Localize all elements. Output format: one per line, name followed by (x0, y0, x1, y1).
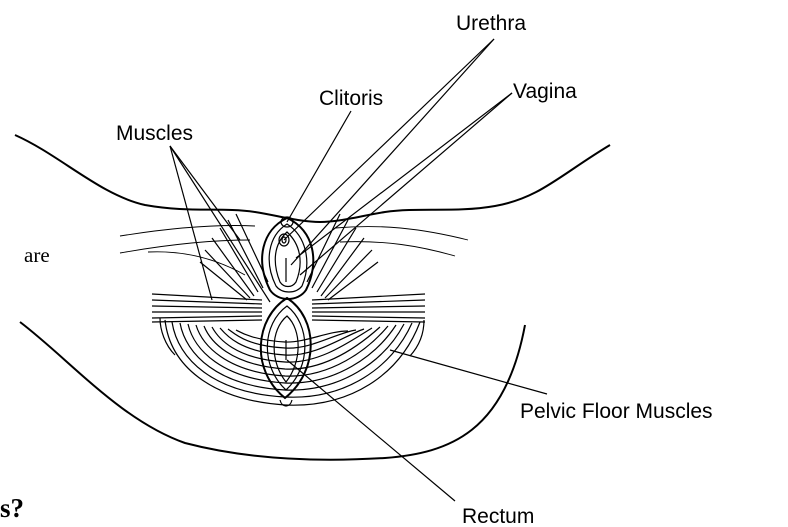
vagina-label: Vagina (513, 80, 577, 103)
upper-skin-folds (120, 225, 468, 275)
page-text-fragment-bottom: s? (0, 493, 24, 523)
urethra-label: Urethra (456, 12, 526, 35)
pelvic-floor-muscles-label: Pelvic Floor Muscles (520, 400, 713, 423)
page-text-fragment-left: are (24, 243, 50, 267)
rectum-label: Rectum (462, 505, 534, 527)
muscles-label: Muscles (116, 122, 193, 145)
central-structures (261, 217, 314, 406)
clitoris-label: Clitoris (319, 87, 383, 110)
